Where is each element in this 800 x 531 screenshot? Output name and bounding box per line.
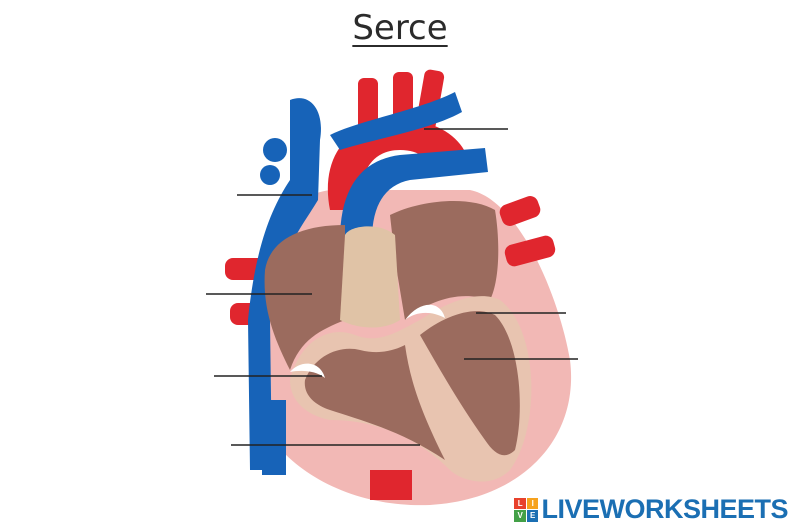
vein-branch	[263, 138, 287, 162]
right-pulmonary-artery-upper	[497, 194, 542, 228]
vein-branch-2	[260, 165, 280, 185]
liveworksheets-logo-icon: L I V E	[514, 498, 538, 522]
aorta-inner	[340, 226, 400, 327]
descending-aorta-stub	[370, 470, 412, 500]
logo-letter: V	[514, 510, 526, 522]
logo-letter: L	[514, 498, 526, 510]
liveworksheets-brand: L I V E LIVEWORKSHEETS	[514, 494, 788, 525]
brand-name: LIVEWORKSHEETS	[541, 494, 788, 525]
logo-letter: I	[527, 498, 539, 510]
logo-letter: E	[527, 510, 539, 522]
inferior-vena-cava	[262, 400, 286, 475]
